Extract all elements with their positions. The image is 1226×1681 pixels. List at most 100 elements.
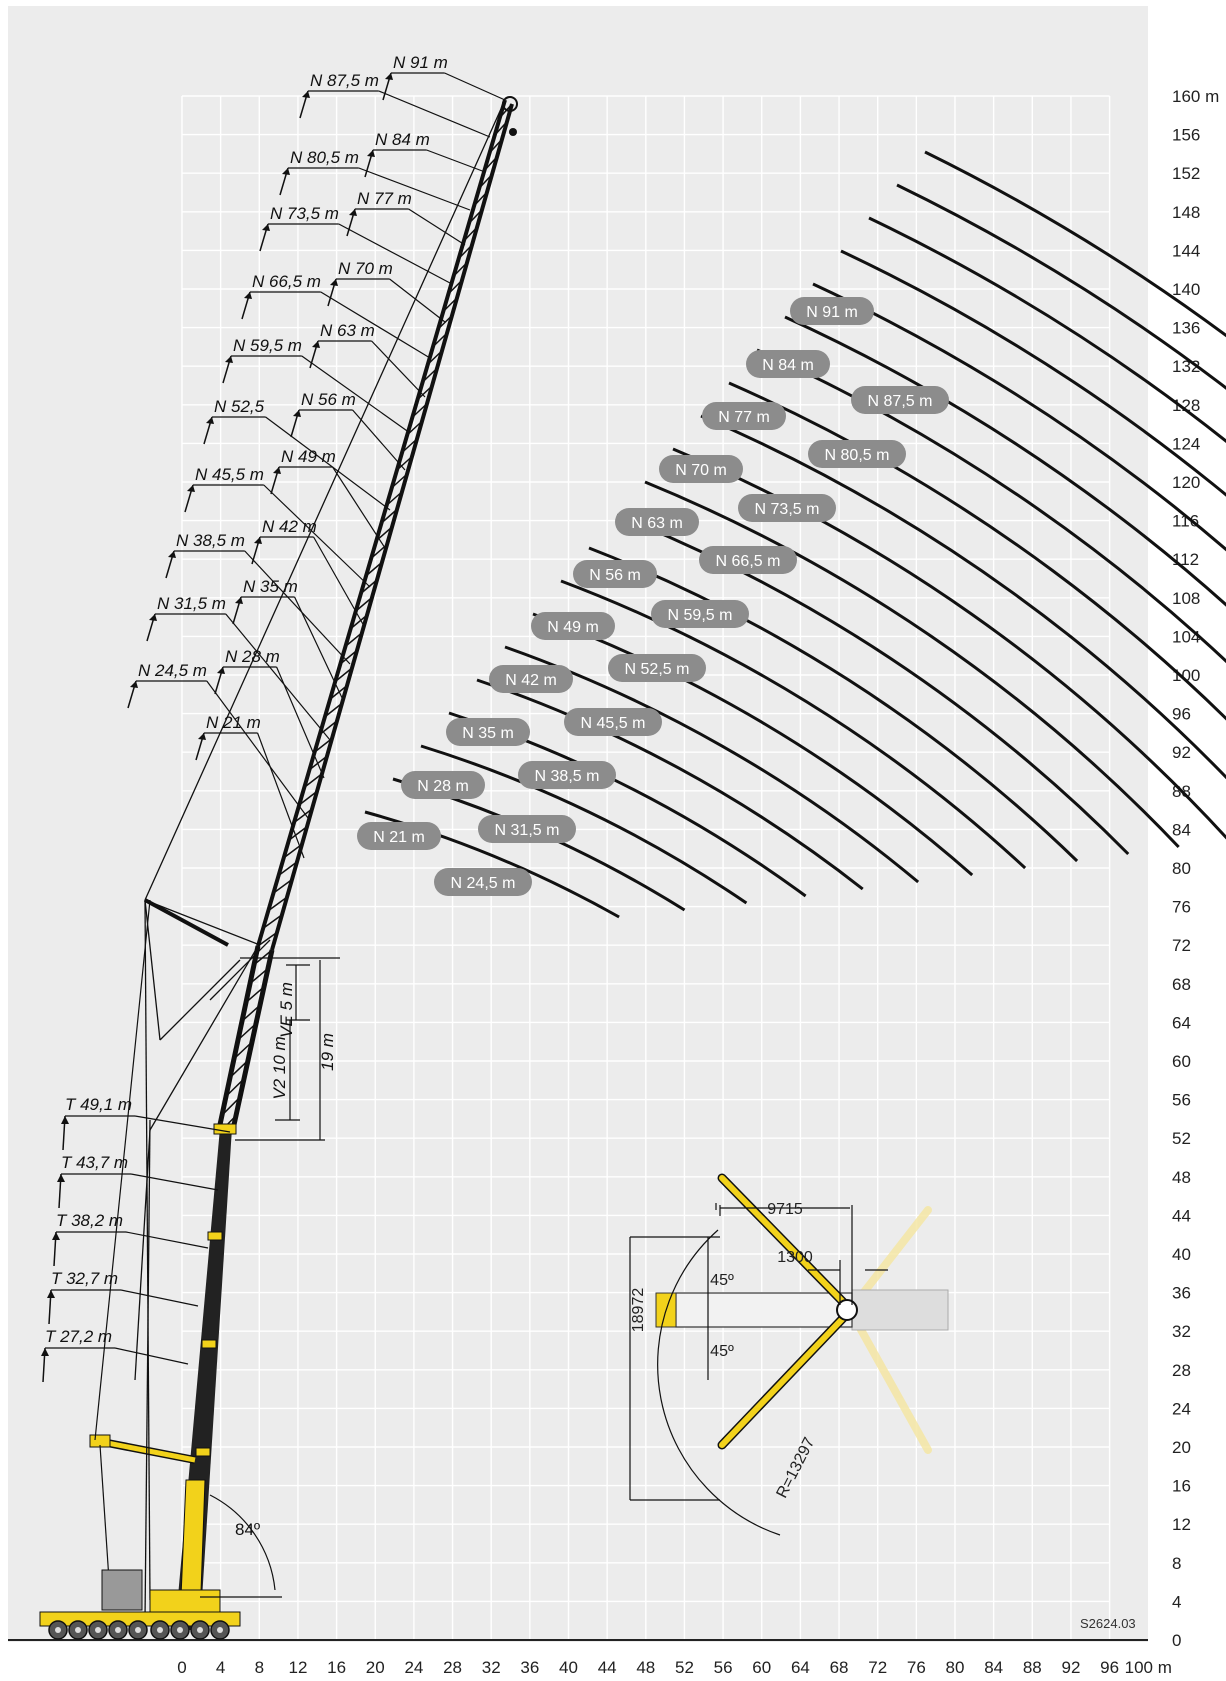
tower-length-label: T 38,2 m	[52, 1211, 209, 1267]
svg-text:N 84 m: N 84 m	[375, 130, 430, 149]
svg-text:N 49 m: N 49 m	[547, 619, 599, 636]
svg-text:N 42 m: N 42 m	[262, 517, 317, 536]
jib-length-label: N 84 m	[364, 130, 486, 178]
svg-text:T 43,7 m: T 43,7 m	[61, 1153, 128, 1172]
radius-arc	[560, 579, 1027, 870]
radius-arc	[812, 282, 1226, 552]
svg-text:N 31,5 m: N 31,5 m	[157, 594, 226, 613]
y-tick-label: 36	[1172, 1284, 1191, 1303]
x-tick-label: 52	[675, 1658, 694, 1677]
radius-arc	[420, 744, 748, 905]
y-tick-label: 116	[1172, 512, 1199, 531]
svg-text:N 45,5 m: N 45,5 m	[581, 715, 646, 732]
tower-length-leaders: T 49,1 mT 43,7 mT 38,2 mT 32,7 mT 27,2 m	[41, 1095, 231, 1383]
svg-text:N 35 m: N 35 m	[243, 577, 298, 596]
x-tick-label: 40	[559, 1658, 578, 1677]
svg-text:T 32,7 m: T 32,7 m	[51, 1269, 118, 1288]
y-tick-label: 80	[1172, 859, 1191, 878]
jib-length-label: N 24,5 m	[127, 661, 309, 819]
tower-length-label: T 49,1 m	[61, 1095, 231, 1151]
outrigger-beam-top	[719, 1175, 850, 1309]
arc-label-pill: N 35 m	[446, 718, 530, 746]
svg-text:N 66,5 m: N 66,5 m	[252, 272, 321, 291]
arc-label-pill: N 24,5 m	[434, 868, 532, 896]
svg-text:N 73,5 m: N 73,5 m	[755, 501, 820, 518]
svg-text:N 52,5 m: N 52,5 m	[625, 661, 690, 678]
svg-text:N 63 m: N 63 m	[320, 321, 375, 340]
arc-labels: N 91 mN 87,5 mN 84 mN 80,5 mN 77 mN 73,5…	[357, 297, 949, 896]
svg-text:N 87,5 m: N 87,5 m	[310, 71, 379, 90]
jib-length-label: N 66,5 m	[241, 272, 431, 359]
jib-length-label: N 21 m	[195, 713, 305, 859]
y-tick-label: 56	[1172, 1091, 1191, 1110]
y-tick-label: 84	[1172, 820, 1191, 839]
jib-length-label: N 45,5 m	[184, 465, 371, 588]
jib-length-label: N 87,5 m	[299, 71, 491, 138]
jib-length-label: N 63 m	[309, 321, 426, 398]
svg-text:N 59,5 m: N 59,5 m	[668, 607, 733, 624]
radius-arc	[588, 546, 1079, 863]
y-tick-label: 40	[1172, 1245, 1191, 1264]
outrigger-beam-bottom	[719, 1311, 850, 1448]
x-tick-label: 56	[714, 1658, 733, 1677]
svg-text:N 91 m: N 91 m	[806, 304, 858, 321]
jib-length-leaders: N 91 mN 87,5 mN 84 mN 80,5 mN 77 mN 73,5…	[127, 53, 506, 859]
y-tick-label: 20	[1172, 1438, 1191, 1457]
arc-label-pill: N 73,5 m	[738, 494, 836, 522]
y-tick-label: 120	[1172, 473, 1200, 492]
x-tick-label: 4	[216, 1658, 225, 1677]
radius-arc	[896, 183, 1226, 390]
svg-text:N 35 m: N 35 m	[462, 725, 514, 742]
hook-icon	[509, 128, 517, 136]
x-tick-label: 64	[791, 1658, 810, 1677]
svg-text:N 21 m: N 21 m	[373, 829, 425, 846]
x-tick-label: 100 m	[1125, 1658, 1172, 1677]
outrigger-offset-label: 1300	[777, 1249, 813, 1266]
svg-text:N 38,5 m: N 38,5 m	[176, 531, 245, 550]
x-tick-label: 92	[1061, 1658, 1080, 1677]
boom-angle-label: 84º	[235, 1520, 260, 1539]
y-tick-label: 4	[1172, 1592, 1181, 1611]
svg-text:N 63 m: N 63 m	[631, 515, 683, 532]
svg-text:N 31,5 m: N 31,5 m	[495, 822, 560, 839]
jib-length-label: N 52,5	[203, 397, 391, 511]
radius-arc	[364, 810, 620, 919]
x-tick-label: 48	[636, 1658, 655, 1677]
radius-arc	[476, 678, 864, 891]
radius-arc	[784, 315, 1226, 607]
y-tick-label: 44	[1172, 1206, 1191, 1225]
outrigger-plan-view: 9715 1300 18972 45º 45º R=13297	[629, 1173, 949, 1536]
svg-text:T 49,1 m: T 49,1 m	[65, 1095, 132, 1114]
telescopic-boom	[175, 1123, 237, 1630]
outrigger-width-label: 9715	[767, 1201, 803, 1218]
y-tick-label: 128	[1172, 396, 1200, 415]
arc-label-pill: N 77 m	[702, 402, 786, 430]
arc-label-pill: N 84 m	[746, 350, 830, 378]
crane-carrier	[39, 1569, 241, 1640]
svg-text:N 70 m: N 70 m	[675, 462, 727, 479]
arc-label-pill: N 59,5 m	[651, 600, 749, 628]
arc-label-pill: N 28 m	[401, 771, 485, 799]
x-tick-label: 28	[443, 1658, 462, 1677]
arc-label-pill: N 66,5 m	[699, 546, 797, 574]
svg-text:N 80,5 m: N 80,5 m	[825, 447, 890, 464]
svg-text:N 24,5 m: N 24,5 m	[138, 661, 207, 680]
x-tick-label: 44	[598, 1658, 617, 1677]
arc-label-pill: N 49 m	[531, 612, 615, 640]
y-tick-label: 104	[1172, 627, 1200, 646]
svg-text:N 91 m: N 91 m	[393, 53, 448, 72]
arc-label-pill: N 52,5 m	[608, 654, 706, 682]
y-tick-label: 0	[1172, 1631, 1181, 1650]
arc-label-pill: N 42 m	[489, 665, 573, 693]
y-tick-label: 52	[1172, 1129, 1191, 1148]
jib-length-label: N 77 m	[346, 189, 466, 246]
y-tick-label: 76	[1172, 898, 1191, 917]
y-tick-label: 108	[1172, 589, 1200, 608]
y-tick-label: 8	[1172, 1554, 1181, 1573]
v2-dimension-label: V2 10 m	[270, 1036, 289, 1099]
x-tick-label: 32	[482, 1658, 501, 1677]
x-tick-label: 80	[946, 1658, 965, 1677]
x-tick-label: 72	[868, 1658, 887, 1677]
